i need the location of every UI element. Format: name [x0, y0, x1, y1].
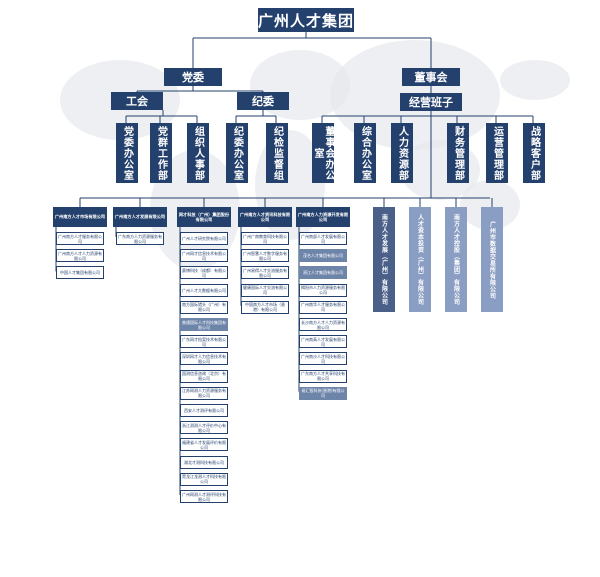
subsidiary-child: 广州人才大数据有限公司	[180, 283, 228, 297]
subsidiary-header: 网才科技（广州）集团股份有限公司	[177, 207, 231, 227]
subsidiary-header: 广州南方人才发展有限公司	[113, 207, 167, 227]
party-committee-node: 党委	[164, 68, 222, 86]
subsidiary-header: 广州南方人才市场有限公司	[53, 207, 107, 227]
department-node: 纪检监督组	[266, 123, 288, 183]
subsidiary-child: 广东网才档案技术有限公司	[180, 335, 228, 349]
root-node: 广州人才集团	[258, 8, 354, 32]
subsidiary-child: 广州网才信息技术有限公司	[180, 249, 228, 263]
management-node: 经营班子	[400, 93, 462, 111]
subsidiary-child: 中国人才集团有限公司	[56, 266, 104, 280]
department-node: 党委办公室	[116, 123, 138, 183]
department-node: 战略客户部	[523, 123, 545, 183]
subsidiary-child: 国测信息咨询（北京）有限公司	[180, 369, 228, 383]
subsidiary-child: 福建省人才发展评价有限公司	[180, 438, 228, 452]
subsidiary-child: 广州南高人才发展有限公司	[299, 335, 347, 349]
subsidiary-child: 长沙南方人才人力资源有限公司	[299, 318, 347, 331]
vertical-company-node: 南方人才发展（广州）有限公司	[373, 207, 395, 312]
subsidiary-child: 江苏网测人力资源服务有限公司	[180, 386, 228, 400]
subsidiary-child: 湛江人才集团有限公司	[299, 266, 347, 280]
discipline-committee-node: 纪委	[237, 92, 289, 110]
subsidiary-child: 中国南方人才市场（香港）有限公司	[241, 300, 289, 314]
subsidiary-child: 浙江测测人才评价中心有限公司	[180, 421, 228, 435]
subsidiary-header: 广州南方人力资源开发有限公司	[296, 207, 350, 227]
vertical-company-node: 南方人才控股（集团）有限公司	[445, 207, 467, 312]
board-node: 董事会	[402, 68, 460, 86]
subsidiary-child: 广州智慧人才数字服务有限公司	[241, 249, 289, 263]
subsidiary-child: 黑龙江龙测人才科技有限公司	[180, 472, 228, 486]
subsidiary-child: 西安人才测评有限公司	[180, 404, 228, 417]
subsidiary-child: 广州南方人才人力资源有限公司	[56, 249, 104, 263]
department-node: 综合办公室	[354, 123, 376, 183]
subsidiary-child: 广州南部人才发展有限公司	[299, 232, 347, 245]
subsidiary-child: 茂名人才集团有限公司	[299, 249, 347, 263]
department-node: 组织人事部	[187, 123, 209, 183]
department-node: 纪委办公室	[226, 123, 248, 183]
union-node: 工会	[111, 92, 163, 110]
subsidiary-child: 广州网测人才测评科技有限公司	[180, 490, 228, 503]
subsidiary-child: 广州南方人才服务有限公司	[56, 232, 104, 245]
subsidiary-child: 广东南方人力资源服务有限公司	[116, 232, 164, 245]
subsidiary-child: 广州易得人才交流服务有限公司	[241, 266, 289, 280]
subsidiary-child: 普通国际人才科技集团有限公司	[180, 318, 228, 331]
subsidiary-header: 广州南方人才资讯科技有限公司	[238, 207, 292, 227]
department-node: 财务管理部	[447, 123, 469, 183]
department-node: 运营管理部	[486, 123, 508, 183]
subsidiary-child: 广州人才研究院有限公司	[180, 232, 228, 245]
department-node: 董事会办公室	[312, 123, 334, 183]
subsidiary-child: 南方国际猎头（广州）有限公司	[180, 300, 228, 314]
subsidiary-child: 广州南沙人才科技有限公司	[299, 352, 347, 366]
subsidiary-child: 揭阳市人力资源服务有限公司	[299, 283, 347, 297]
subsidiary-child: 广东南方人才共享科技有限公司	[299, 369, 347, 383]
subsidiary-child: 易汇智科技(香港)有限公司	[299, 386, 347, 400]
subsidiary-child: 健康国际人才交流有限公司	[241, 283, 289, 297]
subsidiary-child: 赛博科技（成都）有限公司	[180, 266, 228, 280]
subsidiary-child: 广州南华人才服务有限公司	[299, 300, 347, 314]
vertical-company-node: 人才资本投资（广州）有限公司	[409, 207, 431, 312]
subsidiary-child: 广州广南教育科技有限公司	[241, 232, 289, 245]
subsidiary-child: 深圳网才人力信息技术有限公司	[180, 352, 228, 366]
department-node: 人力资源部	[391, 123, 413, 183]
subsidiary-child: 湖北才测科技有限公司	[180, 455, 228, 469]
department-node: 党群工作部	[150, 123, 172, 183]
vertical-company-node: 广州市数据交易所有限公司	[481, 207, 503, 312]
